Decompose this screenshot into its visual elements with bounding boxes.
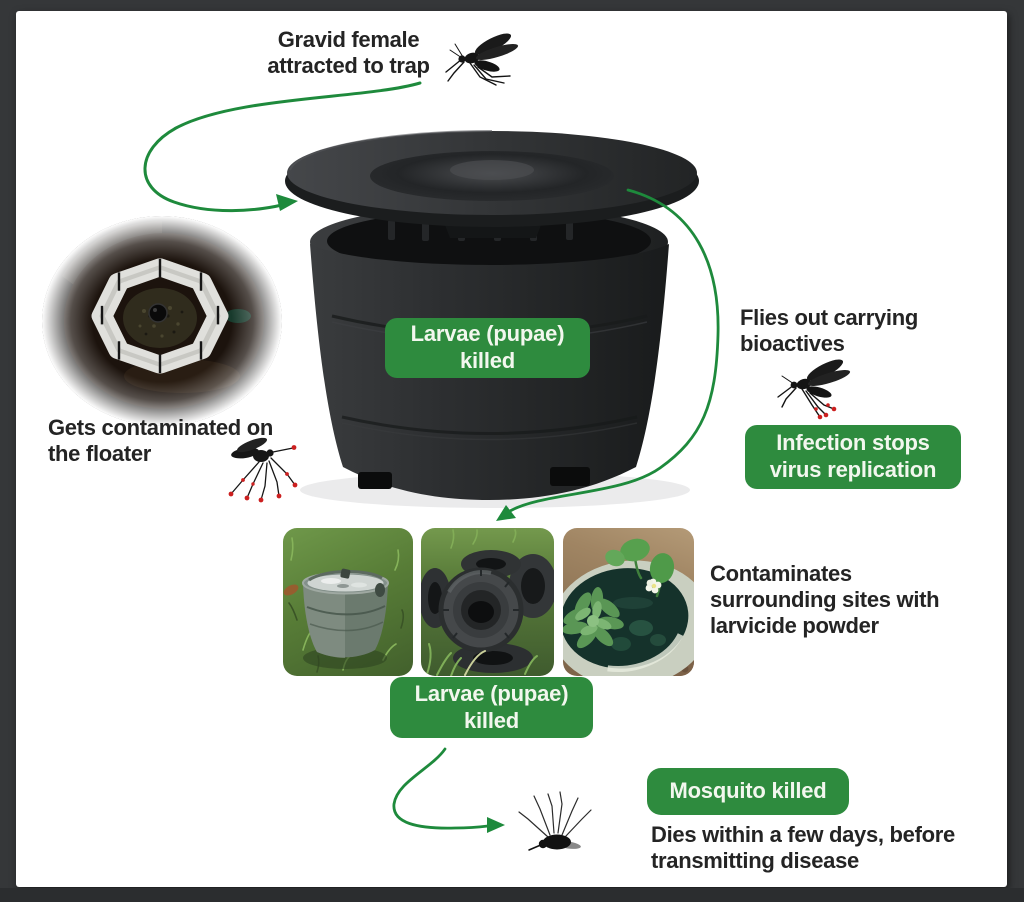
note-flies-out: Flies out carrying bioactives	[740, 305, 918, 356]
badge-mosquito-killed: Mosquito killed	[647, 768, 849, 815]
dead-mosquito-icon	[518, 791, 592, 851]
note-gets-contaminated: Gets contaminated on the floater	[48, 415, 274, 466]
note-dies-before-transmitting: Dies within a few days, before transmitt…	[651, 822, 955, 873]
flying-mosquito-icon	[445, 33, 519, 86]
floater-closeup-photo	[42, 216, 282, 426]
white-flower	[645, 578, 662, 594]
badge-larvae-killed-trap: Larvae (pupae) killed	[385, 318, 590, 378]
bucket-photo	[283, 528, 413, 676]
arrow-to-dead-mosquito	[392, 747, 505, 833]
mosquito-carrying-bioactives-icon	[777, 359, 851, 420]
larvicide-powder-dots	[228, 445, 298, 503]
tires-photo	[421, 528, 554, 676]
contaminated-mosquito-icon	[228, 437, 298, 503]
arrow-to-breeding-sites	[496, 188, 720, 521]
badge-larvae-killed-sites: Larvae (pupae) killed	[390, 677, 593, 738]
note-gravid-female: Gravid female attracted to trap	[267, 27, 430, 78]
water-lettuce	[563, 587, 624, 649]
infographic-canvas: Gravid female attracted to trap	[16, 11, 1007, 887]
arrow-into-trap	[143, 81, 422, 213]
badge-infection-stops: Infection stops virus replication	[745, 425, 961, 489]
trap-lid	[285, 130, 699, 227]
note-contaminates-sites: Contaminates surrounding sites with larv…	[710, 561, 940, 638]
frame-bottom-strip	[0, 888, 1024, 902]
water-plants-photo	[563, 528, 694, 676]
